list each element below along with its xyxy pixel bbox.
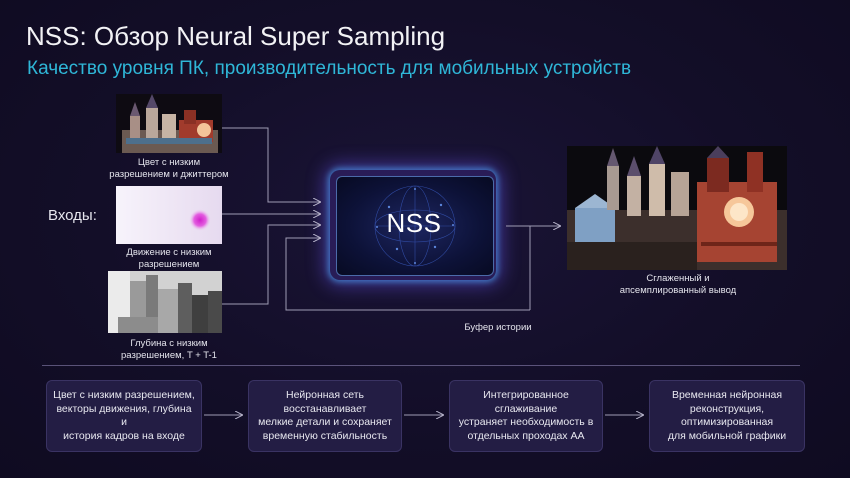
nss-block xyxy=(336,176,494,276)
input-caption-depth: Глубина с низким разрешением, T + T-1 xyxy=(121,338,217,361)
arrow-history-buffer xyxy=(285,238,530,311)
low-res-depth-thumbnail xyxy=(108,271,222,333)
step-box-temporal-reconstruction: Временная нейронная реконструкция, оптим… xyxy=(649,380,805,452)
output-thumbnail xyxy=(567,146,787,270)
slide-subtitle: Качество уровня ПК, производительность д… xyxy=(27,58,632,79)
history-buffer-label: Буфер истории xyxy=(464,322,532,333)
input-caption-color: Цвет с низким разрешением и джиттером xyxy=(109,157,229,180)
nss-label: NSS xyxy=(386,208,442,238)
arrow-color-to-nss xyxy=(222,127,320,202)
low-res-motion-thumbnail xyxy=(116,186,222,244)
slide-title: NSS: Обзор Neural Super Sampling xyxy=(26,21,446,51)
output-caption: Сглаженный и апсемплированный вывод xyxy=(619,273,737,296)
step-box-integrated-aa: Интегрированное сглаживание устраняет не… xyxy=(449,380,603,452)
low-res-color-thumbnail xyxy=(116,94,222,153)
arrow-depth-to-nss xyxy=(222,225,320,305)
input-caption-motion: Движение с низким разрешением xyxy=(126,247,212,270)
inputs-label: Входы: xyxy=(48,207,97,224)
section-divider xyxy=(42,365,800,366)
step-box-neural-network: Нейронная сеть восстанавливает мелкие де… xyxy=(248,380,402,452)
step-box-inputs: Цвет с низким разрешением, векторы движе… xyxy=(46,380,202,452)
